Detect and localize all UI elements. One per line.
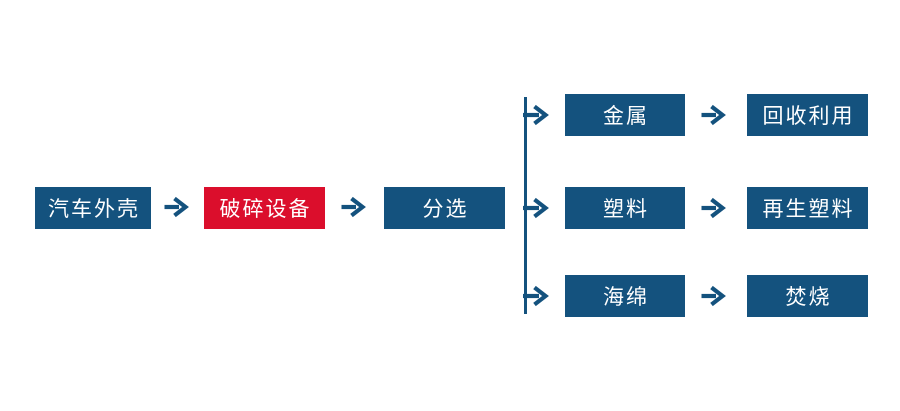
flow-node-sponge-label: 海绵 bbox=[603, 286, 649, 309]
arrow-right-icon bbox=[523, 104, 549, 126]
flow-node-recycle-label: 回收利用 bbox=[762, 105, 855, 128]
branch-connector-line bbox=[524, 97, 527, 314]
flow-node-recycled-plastic-label: 再生塑料 bbox=[762, 198, 855, 221]
arrow-right-icon bbox=[700, 197, 726, 219]
flow-node-sorting: 分选 bbox=[384, 187, 505, 229]
flow-node-plastic-label: 塑料 bbox=[603, 198, 649, 221]
arrow-right-icon bbox=[700, 104, 726, 126]
flow-node-recycled-plastic: 再生塑料 bbox=[747, 187, 868, 229]
arrow-right-icon bbox=[523, 285, 549, 307]
flow-node-incineration: 焚烧 bbox=[747, 275, 868, 317]
arrow-right-icon bbox=[340, 196, 366, 218]
flow-node-car-shell-label: 汽车外壳 bbox=[48, 198, 140, 221]
arrow-right-icon bbox=[523, 197, 549, 219]
flow-node-plastic: 塑料 bbox=[565, 187, 685, 229]
arrow-right-icon bbox=[700, 285, 726, 307]
flow-node-metal: 金属 bbox=[565, 94, 685, 136]
flow-node-crusher-label: 破碎设备 bbox=[219, 198, 312, 221]
flow-node-recycle: 回收利用 bbox=[747, 94, 868, 136]
flow-node-incineration-label: 焚烧 bbox=[785, 286, 832, 309]
flow-node-crusher: 破碎设备 bbox=[204, 187, 325, 229]
flow-node-sorting-label: 分选 bbox=[422, 198, 469, 221]
flow-node-sponge: 海绵 bbox=[565, 275, 685, 317]
flow-node-metal-label: 金属 bbox=[603, 105, 649, 128]
arrow-right-icon bbox=[163, 196, 189, 218]
flow-node-car-shell: 汽车外壳 bbox=[35, 187, 151, 229]
